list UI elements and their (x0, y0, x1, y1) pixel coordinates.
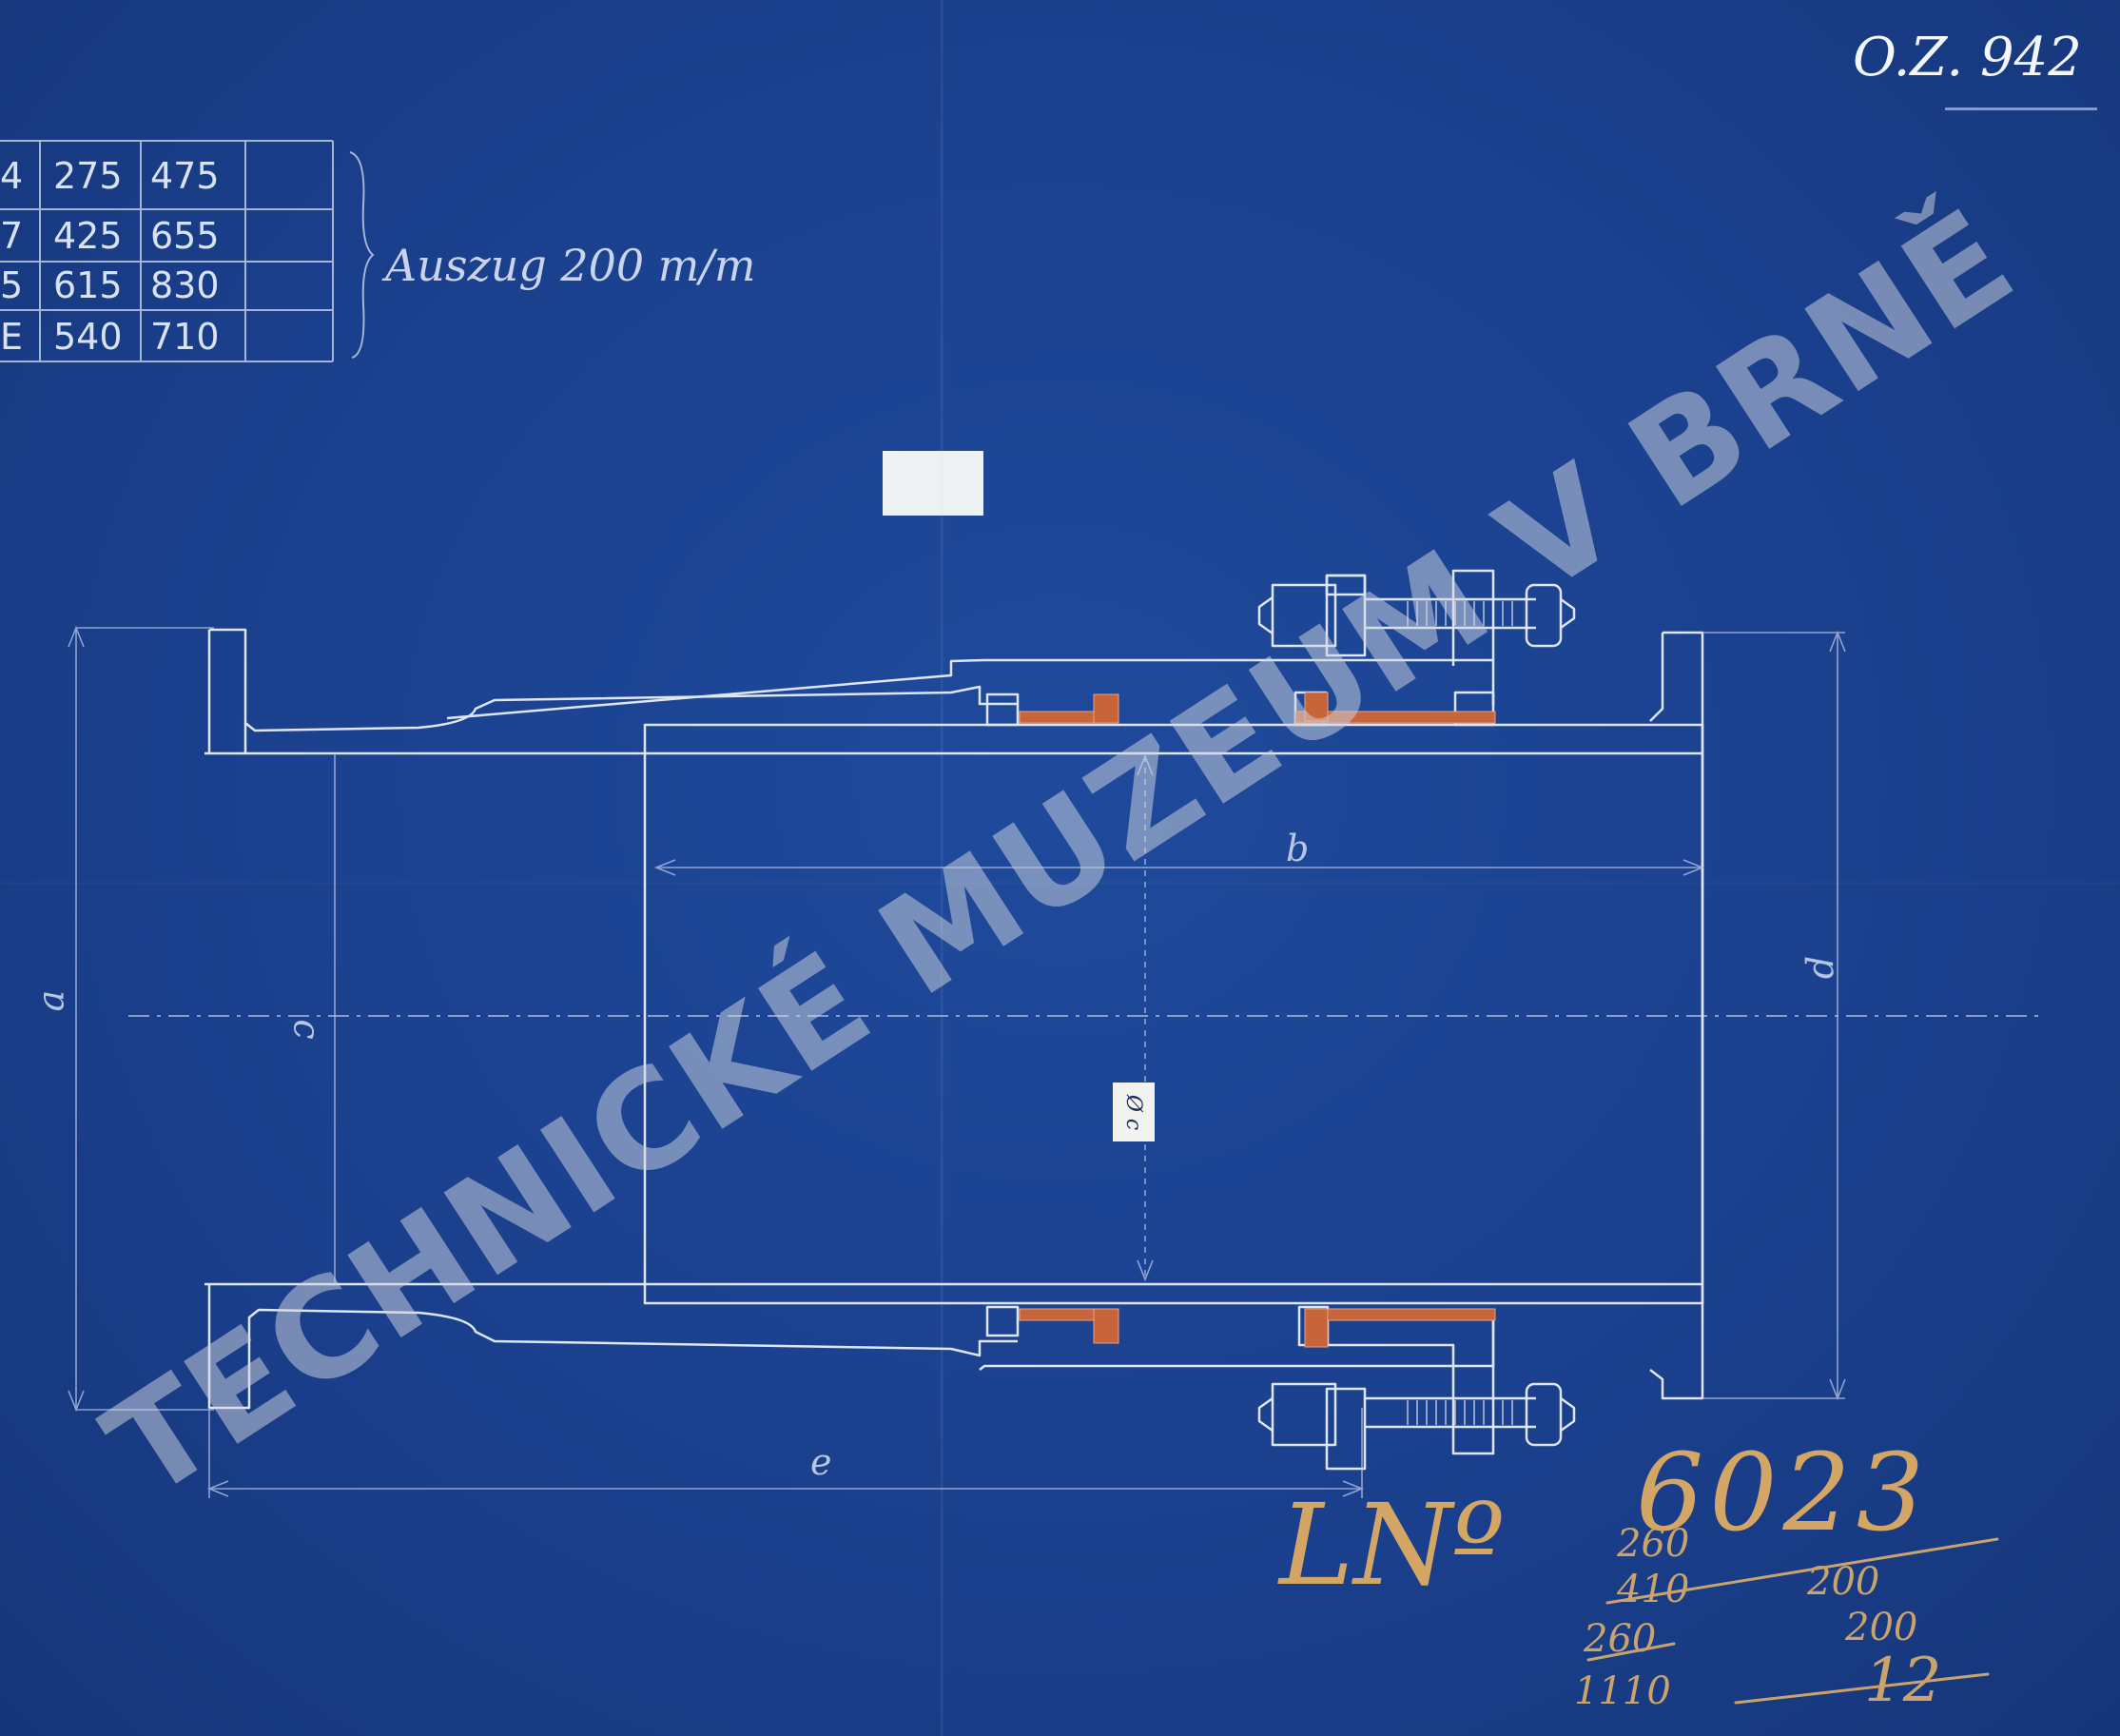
drawing-number-underline (1945, 107, 2097, 110)
diameter-tag: Ø c (1113, 1083, 1155, 1141)
pencil-figure: 1110 (1574, 1669, 1671, 1713)
pencil-figure: 260 (1617, 1522, 1690, 1566)
table-cell: 4 (0, 155, 24, 197)
table-cell: 830 (150, 264, 220, 306)
table-cell: 425 (53, 215, 123, 257)
drawing-number: O.Z. 942 (1853, 27, 2082, 88)
pencil-figure: 260 (1584, 1617, 1657, 1661)
paper-patch (883, 451, 983, 516)
table-cell: E (0, 316, 24, 358)
table-cell: 275 (53, 155, 123, 197)
table-cell: 710 (150, 316, 220, 358)
table-cell: 7 (0, 215, 24, 257)
table-cell: 655 (150, 215, 220, 257)
pencil-figure: 200 (1807, 1560, 1880, 1604)
order-mark-prefix: LNº (1279, 1479, 1506, 1610)
pencil-figure: 410 (1617, 1568, 1690, 1611)
order-mark-number: 6023 (1636, 1432, 1931, 1555)
table-cell: 540 (53, 316, 123, 358)
pencil-figure: 12 (1864, 1646, 1942, 1716)
table-cell: 5 (0, 264, 24, 306)
extension-note: Auszug 200 m/m (385, 240, 756, 291)
dimension-label-e: e (810, 1441, 832, 1483)
table-cell: 475 (150, 155, 220, 197)
table-cell: 615 (53, 264, 123, 306)
dimension-label-b: b (1286, 828, 1310, 869)
pencil-figure: 200 (1845, 1606, 1918, 1649)
